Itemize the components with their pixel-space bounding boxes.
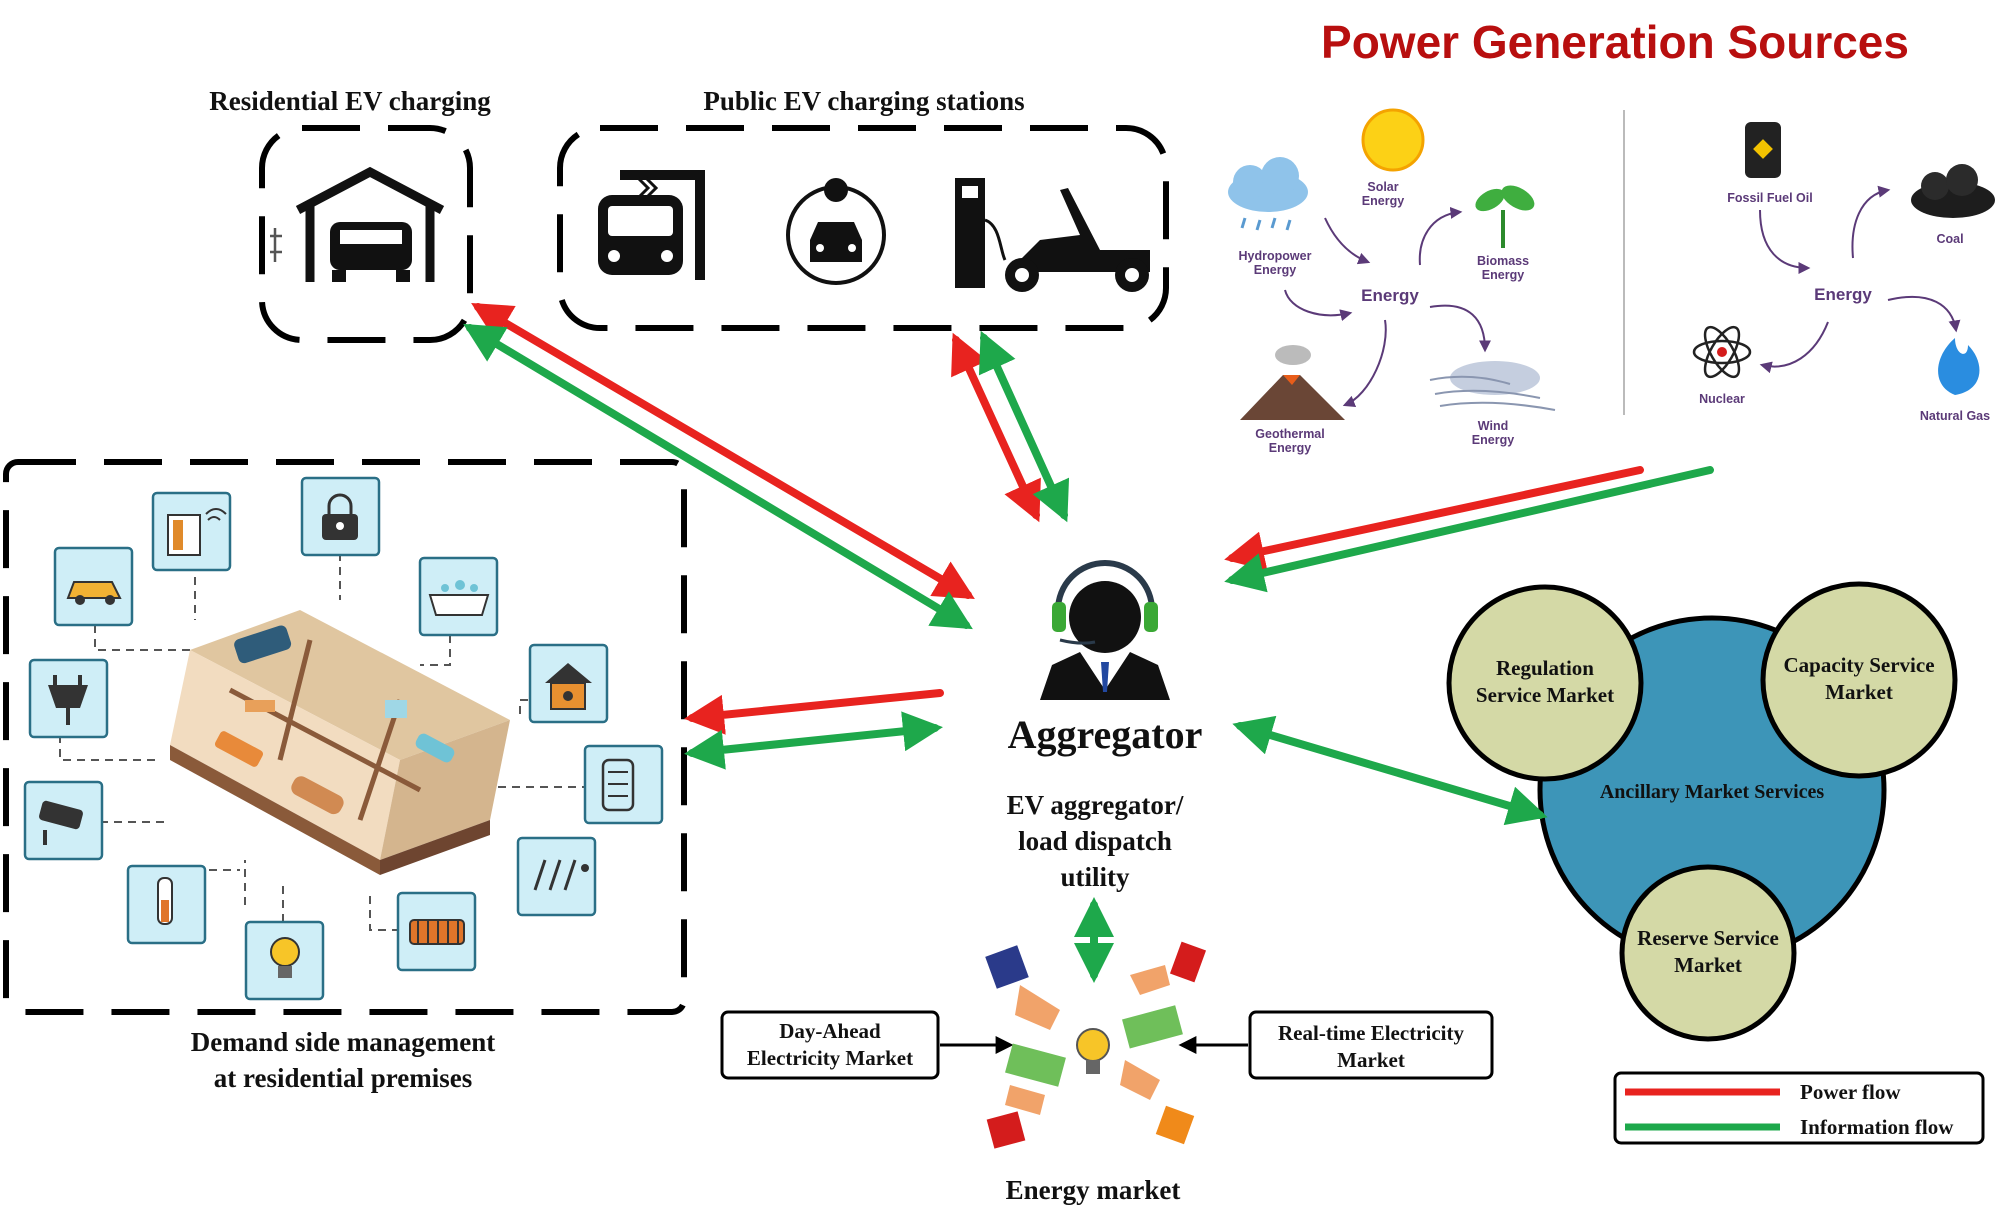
public-title: Public EV charging stations bbox=[703, 86, 1024, 116]
ev-aggregator-line2: load dispatch bbox=[1018, 826, 1172, 856]
power-title: Power Generation Sources bbox=[1321, 16, 1909, 68]
regulation-line2: Service Market bbox=[1476, 683, 1614, 707]
power-generation-sources: Power Generation Sources Energy Solar En… bbox=[1228, 16, 1995, 455]
thermometer-icon bbox=[126, 864, 207, 945]
conventional-energy-center: Energy bbox=[1814, 285, 1872, 304]
regulation-line1: Regulation bbox=[1496, 656, 1594, 680]
capacity-line1: Capacity Service bbox=[1783, 653, 1934, 677]
residential-ev-charging: Residential EV charging bbox=[209, 86, 491, 343]
conventional-sources: Energy Fossil Fuel Oil Coal Nuclear bbox=[1692, 122, 1995, 423]
car-icon bbox=[53, 546, 134, 627]
svg-text:Geothermal: Geothermal bbox=[1255, 427, 1324, 441]
svg-text:Energy: Energy bbox=[1269, 441, 1311, 455]
humidity-sensor-icon bbox=[516, 836, 597, 917]
operator-headset-icon bbox=[1040, 560, 1170, 700]
legend-power-label: Power flow bbox=[1800, 1080, 1901, 1104]
aggregator-title: Aggregator bbox=[1008, 712, 1203, 757]
dsm-label-line1: Demand side management bbox=[191, 1027, 496, 1057]
garage-car-icon bbox=[270, 166, 445, 282]
svg-text:Coal: Coal bbox=[1936, 232, 1963, 246]
smart-lock-icon bbox=[300, 476, 381, 557]
oil-barrel-icon bbox=[1745, 122, 1781, 178]
flow-arrows bbox=[463, 302, 1714, 983]
renewable-energy-center: Energy bbox=[1361, 286, 1419, 305]
smart-meter-icon bbox=[583, 744, 664, 825]
svg-text:Biomass: Biomass bbox=[1477, 254, 1529, 268]
realtime-line1: Real-time Electricity bbox=[1278, 1021, 1464, 1045]
smart-bathtub-icon bbox=[418, 556, 499, 637]
realtime-line2: Market bbox=[1337, 1048, 1405, 1072]
smart-plug-icon bbox=[28, 658, 109, 739]
wind-icon bbox=[1429, 361, 1556, 411]
atom-icon bbox=[1692, 325, 1752, 379]
svg-text:Energy: Energy bbox=[1482, 268, 1524, 282]
energy-market: Day-Ahead Electricity Market Real-time E… bbox=[720, 941, 1494, 1205]
legend-info-label: Information flow bbox=[1800, 1115, 1954, 1139]
svg-text:Energy: Energy bbox=[1472, 433, 1514, 447]
sun-icon bbox=[1361, 108, 1425, 172]
rain-cloud-icon bbox=[1228, 157, 1308, 231]
svg-text:Energy: Energy bbox=[1254, 263, 1296, 277]
market-hands-icon bbox=[985, 941, 1207, 1149]
svg-text:Hydropower: Hydropower bbox=[1239, 249, 1312, 263]
light-bulb-icon bbox=[244, 920, 325, 1001]
energy-market-label: Energy market bbox=[1006, 1175, 1181, 1205]
coal-icon bbox=[1911, 164, 1995, 218]
ev-aggregator-line1: EV aggregator/ bbox=[1007, 790, 1184, 820]
svg-text:Wind: Wind bbox=[1478, 419, 1508, 433]
svg-text:Solar: Solar bbox=[1367, 180, 1398, 194]
demand-side-management: Demand side management at residential pr… bbox=[3, 459, 687, 1093]
svg-text:Nuclear: Nuclear bbox=[1699, 392, 1745, 406]
reserve-line2: Market bbox=[1674, 953, 1742, 977]
day-ahead-line2: Electricity Market bbox=[747, 1046, 913, 1070]
dsm-label-line2: at residential premises bbox=[214, 1063, 472, 1093]
ev-aggregator-line3: utility bbox=[1060, 862, 1130, 892]
smart-home-icon bbox=[528, 643, 609, 724]
gas-flame-icon bbox=[1938, 338, 1980, 395]
renewable-sources: Energy Solar Energy Hydropower Energy Bi… bbox=[1228, 108, 1556, 455]
smart-window-icon bbox=[151, 491, 232, 572]
residential-title: Residential EV charging bbox=[209, 86, 491, 116]
ev-bus-charger-icon bbox=[598, 170, 705, 280]
volcano-icon bbox=[1240, 345, 1345, 420]
capacity-line2: Market bbox=[1825, 680, 1893, 704]
svg-text:Fossil Fuel Oil: Fossil Fuel Oil bbox=[1727, 191, 1812, 205]
security-camera-icon bbox=[23, 780, 104, 861]
svg-text:Natural Gas: Natural Gas bbox=[1920, 409, 1990, 423]
biomass-plant-icon bbox=[1475, 185, 1535, 248]
heater-icon bbox=[396, 891, 477, 972]
ev-scooter-charger-icon bbox=[955, 178, 1150, 292]
ev-car-plug-icon bbox=[786, 178, 886, 285]
aggregator: Aggregator EV aggregator/ load dispatch … bbox=[1007, 560, 1203, 892]
public-ev-charging-stations: Public EV charging stations bbox=[557, 86, 1169, 331]
ancillary-label: Ancillary Market Services bbox=[1600, 781, 1825, 803]
day-ahead-line1: Day-Ahead bbox=[779, 1019, 881, 1043]
svg-text:Energy: Energy bbox=[1362, 194, 1404, 208]
house-floorplan-illustration bbox=[170, 610, 510, 875]
reserve-line1: Reserve Service bbox=[1637, 926, 1779, 950]
legend: Power flow Information flow bbox=[1613, 1071, 1985, 1145]
